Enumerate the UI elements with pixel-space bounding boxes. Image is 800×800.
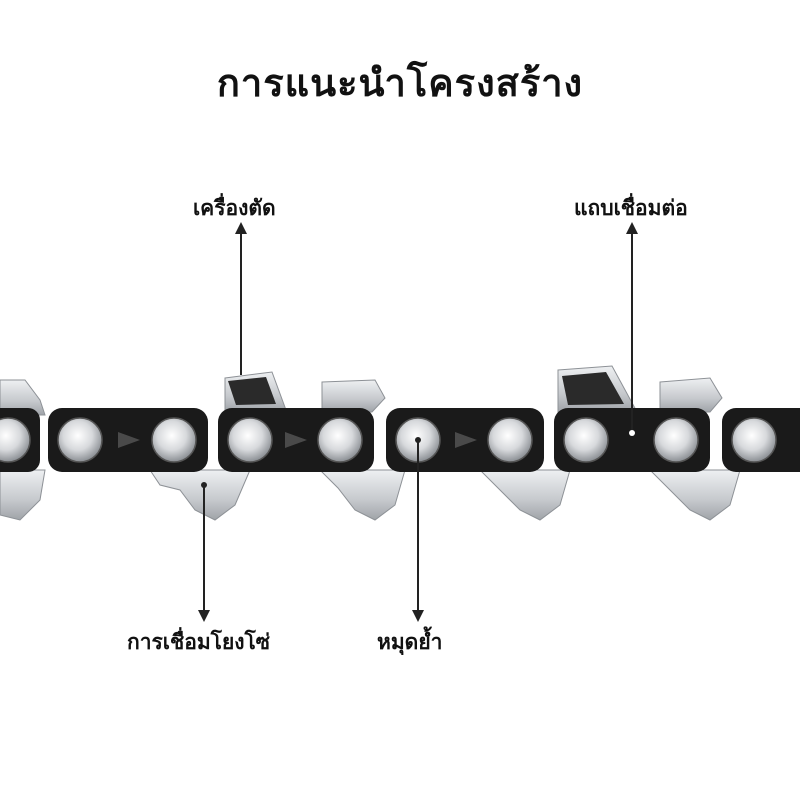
plate-arrow-marks: [118, 432, 477, 448]
cutter-tips: [228, 372, 624, 405]
page-title: การแนะนำโครงสร้าง: [216, 61, 584, 105]
rivet-label: หมุดย้ำ: [377, 630, 443, 654]
pointer-lines: [198, 222, 638, 622]
cutter-label: เครื่องตัด: [193, 196, 276, 220]
drive-link-tangs: [0, 469, 741, 521]
pointer-origins: [201, 437, 421, 488]
connector-dot: [629, 430, 635, 436]
connector-label: แถบเชื่อมต่อ: [574, 196, 688, 220]
chain-link-label: การเชื่อมโยงโซ่: [127, 630, 271, 654]
